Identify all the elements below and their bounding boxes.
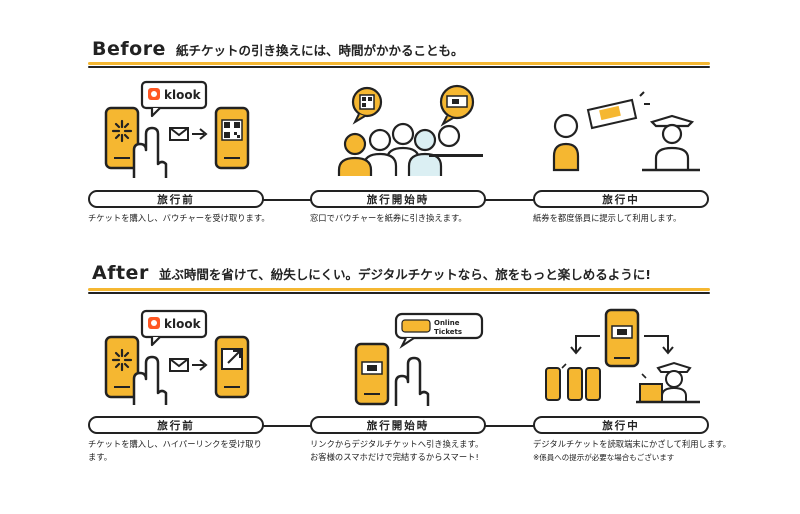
after-step1-caption-line1: チケットを購入し、ハイパーリンクを受け取り bbox=[88, 439, 262, 449]
klook-logo-icon: klook bbox=[140, 309, 208, 347]
mail-icon bbox=[169, 127, 208, 141]
after-step3-note: ※係員への提示が必要な場合もございます bbox=[533, 453, 675, 462]
svg-text:klook: klook bbox=[164, 317, 202, 331]
staff-icon bbox=[656, 361, 692, 402]
after-heading-row: After 並ぶ時間を省けて、紛失しにくい。デジタルチケットなら、旅をもっと楽し… bbox=[92, 262, 651, 284]
after-step3-illustration bbox=[545, 308, 700, 404]
after-step2-caption-line2: お客様のスマホだけで完結するからスマート! bbox=[310, 452, 479, 462]
before-step1-pill: 旅行前 bbox=[88, 190, 264, 208]
before-heading: Before bbox=[92, 38, 166, 60]
people-queue-icon bbox=[337, 122, 483, 176]
ticket-icon bbox=[439, 84, 475, 127]
before-step3-pill: 旅行中 bbox=[533, 190, 709, 208]
gate-icon bbox=[545, 363, 601, 401]
ticket-icon bbox=[586, 91, 650, 130]
after-step3-caption-line1: デジタルチケットを読取端末にかざして利用します。 bbox=[533, 439, 731, 449]
after-step2-illustration: Online Tickets bbox=[354, 312, 484, 406]
klook-logo-icon: klook bbox=[140, 80, 208, 118]
after-step2-pill: 旅行開始時 bbox=[310, 416, 486, 434]
hand-pointer-icon bbox=[394, 356, 430, 406]
before-step2-caption: 窓口でバウチャーを紙券に引き換えます。 bbox=[310, 213, 467, 223]
external-link-icon bbox=[214, 335, 250, 399]
after-step2-caption: リンクからデジタルチケットへ引き換えます。 お客様のスマホだけで完結するからスマ… bbox=[310, 438, 483, 464]
after-heading: After bbox=[92, 262, 149, 284]
before-subheading: 紙チケットの引き換えには、時間がかかることも。 bbox=[175, 43, 464, 58]
before-step2-pill: 旅行開始時 bbox=[310, 190, 486, 208]
before-divider bbox=[88, 62, 710, 68]
after-step1-caption: チケットを購入し、ハイパーリンクを受け取り ます。 bbox=[88, 438, 262, 464]
svg-text:Tickets: Tickets bbox=[434, 328, 462, 336]
before-step3-caption: 紙券を都度係員に提示して利用します。 bbox=[533, 213, 682, 223]
staff-icon bbox=[642, 114, 700, 172]
svg-text:klook: klook bbox=[164, 88, 202, 102]
after-step1-illustration: klook bbox=[104, 309, 250, 405]
phone-icon bbox=[104, 335, 140, 399]
before-step1-illustration: klook bbox=[104, 80, 250, 178]
hand-pointer-icon bbox=[132, 355, 168, 405]
phone-icon bbox=[354, 342, 390, 406]
before-heading-row: Before 紙チケットの引き換えには、時間がかかることも。 bbox=[92, 38, 463, 60]
phone-icon bbox=[604, 308, 640, 368]
online-tickets-bubble: Online Tickets bbox=[394, 312, 484, 349]
scanner-icon bbox=[636, 373, 700, 404]
before-step3-illustration bbox=[552, 91, 700, 172]
before-step1-caption: チケットを購入し、バウチャーを受け取ります。 bbox=[88, 213, 270, 223]
after-subheading: 並ぶ時間を省けて、紛失しにくい。デジタルチケットなら、旅をもっと楽しめるように! bbox=[158, 267, 651, 282]
qr-code-icon bbox=[214, 106, 250, 170]
after-step3-pill: 旅行中 bbox=[533, 416, 709, 434]
person-icon bbox=[552, 113, 580, 172]
after-divider bbox=[88, 288, 710, 294]
qr-code-icon bbox=[351, 86, 383, 125]
mail-icon bbox=[169, 358, 208, 372]
after-step3-caption: デジタルチケットを読取端末にかざして利用します。 ※係員への提示が必要な場合もご… bbox=[533, 438, 731, 464]
after-step1-caption-line2: ます。 bbox=[88, 452, 113, 462]
after-step2-caption-line1: リンクからデジタルチケットへ引き換えます。 bbox=[310, 439, 484, 449]
hand-pointer-icon bbox=[132, 126, 168, 178]
phone-icon bbox=[104, 106, 140, 170]
svg-text:Online: Online bbox=[434, 319, 460, 327]
before-step2-illustration bbox=[337, 84, 483, 176]
after-step1-pill: 旅行前 bbox=[88, 416, 264, 434]
